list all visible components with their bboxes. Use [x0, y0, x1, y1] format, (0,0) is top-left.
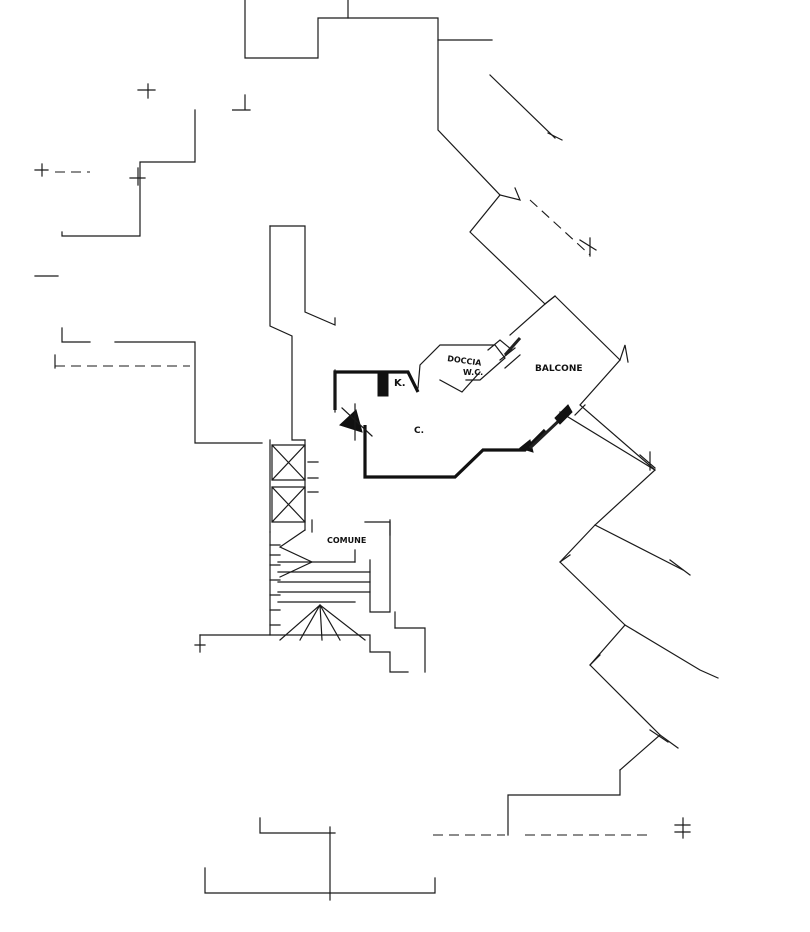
label-doccia: DOCCIA: [447, 354, 483, 368]
building-outline-top: [34, 0, 563, 444]
label-c: C.: [414, 426, 424, 436]
label-wc: W.C.: [463, 368, 483, 377]
building-outline-bottom: [204, 817, 691, 901]
label-balcone: BALCONE: [535, 364, 583, 374]
stair-core: [194, 225, 426, 673]
label-k: K.: [394, 378, 406, 389]
apartment-outline: [333, 337, 573, 479]
balconies-right: [469, 187, 719, 836]
label-comune: COMUNE: [327, 536, 366, 545]
